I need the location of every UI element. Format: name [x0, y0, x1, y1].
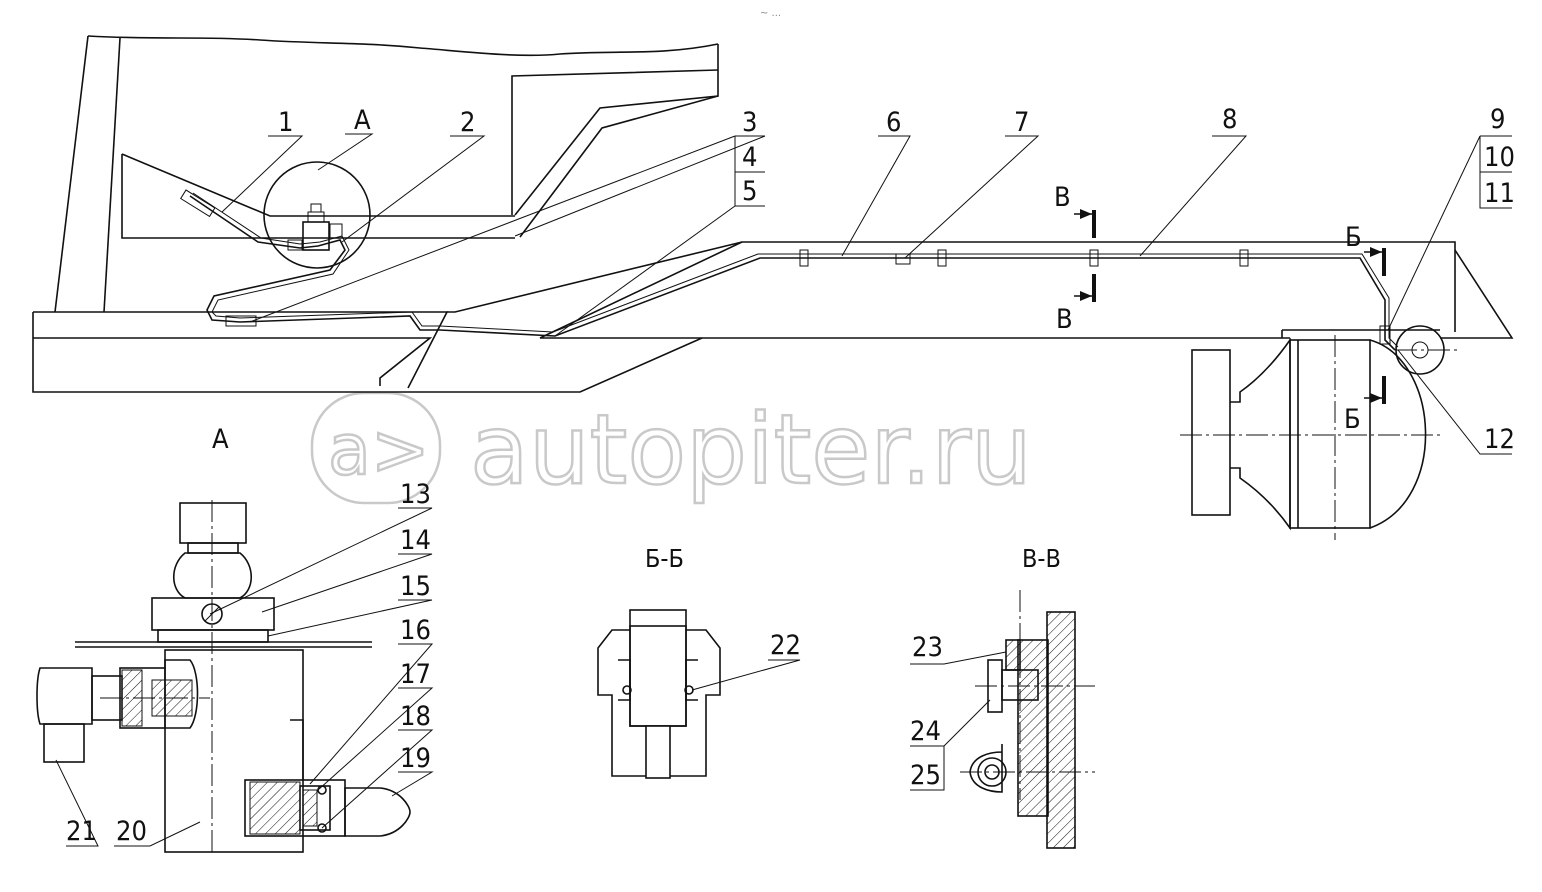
callout-20: 20: [116, 816, 147, 847]
watermark: a> autopiter.ru: [310, 391, 1033, 507]
callout-4: 4: [742, 142, 757, 173]
view-a: А: [36, 424, 434, 853]
callout-17: 17: [400, 659, 431, 690]
callout-19: 19: [400, 743, 431, 774]
callout-9: 9: [1490, 104, 1505, 135]
section-mark-v-bottom: В: [1056, 304, 1073, 335]
section-bb: Б-Б 22: [597, 544, 801, 779]
section-markers: В В Б Б: [1054, 182, 1386, 435]
watermark-text: autopiter.ru: [470, 394, 1032, 506]
callout-7: 7: [1014, 107, 1029, 138]
section-vv: В-В 23 24 25: [910, 544, 1095, 849]
callout-16: 16: [400, 615, 431, 646]
callout-21: 21: [66, 816, 97, 847]
callout-12: 12: [1484, 424, 1515, 455]
clamp: [937, 249, 947, 267]
callout-24: 24: [910, 716, 941, 747]
upper-callouts: 1 А 2 3 4 5 6 7 8 9 10 11 12: [221, 104, 1515, 455]
clamp: [1239, 249, 1249, 267]
fitting: [180, 189, 216, 218]
clamp: [1089, 249, 1099, 267]
callout-a: А: [354, 105, 371, 136]
cab-outline: [54, 35, 719, 313]
callout-11: 11: [1484, 178, 1515, 209]
chassis-frame: [32, 241, 1514, 393]
section-bb-title: Б-Б: [645, 544, 684, 573]
view-a-title: А: [212, 424, 229, 455]
callout-2: 2: [460, 107, 475, 138]
coupling: [1379, 325, 1391, 345]
section-mark-b-bottom: Б: [1344, 404, 1361, 435]
section-mark-v-top: В: [1054, 182, 1071, 213]
pipe-clamps: [180, 189, 1391, 345]
header-mark: ~ ...: [760, 8, 781, 19]
coupling: [895, 253, 911, 265]
callout-5: 5: [742, 176, 757, 207]
section-mark-b-top: Б: [1345, 222, 1362, 253]
callout-23: 23: [912, 632, 943, 663]
callout-15: 15: [400, 571, 431, 602]
callout-6: 6: [886, 107, 901, 138]
callout-3: 3: [742, 107, 757, 138]
callout-14: 14: [400, 525, 431, 556]
section-vv-title: В-В: [1022, 544, 1061, 573]
callout-25: 25: [910, 760, 941, 791]
detail-a-circle: [263, 161, 371, 269]
rear-axle: [1180, 325, 1458, 540]
callout-1: 1: [278, 107, 293, 138]
callout-22: 22: [770, 630, 801, 661]
watermark-logo: a>: [328, 409, 430, 491]
callout-18: 18: [400, 701, 431, 732]
callout-10: 10: [1484, 142, 1515, 173]
coupling: [225, 315, 257, 327]
callout-13: 13: [400, 479, 431, 510]
clamp: [799, 249, 809, 267]
callout-8: 8: [1222, 104, 1237, 135]
